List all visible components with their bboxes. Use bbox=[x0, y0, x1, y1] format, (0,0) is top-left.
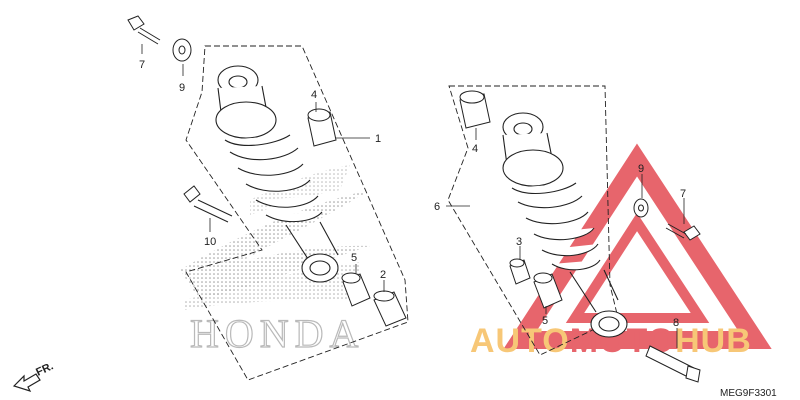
right-shock-absorber bbox=[502, 112, 628, 338]
part-label-2: 2 bbox=[380, 269, 386, 281]
part-label-3: 3 bbox=[516, 236, 522, 248]
washer-9-left bbox=[172, 38, 192, 62]
bolt-7-left bbox=[127, 15, 161, 45]
front-arrow-icon bbox=[12, 373, 41, 392]
bushing-4-right bbox=[459, 90, 491, 129]
part-label-9-right: 9 bbox=[638, 163, 644, 175]
part-label-7-left: 7 bbox=[139, 59, 145, 71]
part-label-4-right: 4 bbox=[472, 143, 478, 155]
bushing-4-left bbox=[307, 108, 337, 147]
collar-5-right bbox=[533, 272, 563, 309]
washer-9-right bbox=[633, 198, 649, 218]
part-label-7-right: 7 bbox=[680, 188, 686, 200]
collar-5-left bbox=[341, 272, 371, 307]
right-assembly-boundary bbox=[447, 85, 619, 356]
pin-8 bbox=[645, 345, 701, 383]
part-label-6: 6 bbox=[434, 201, 440, 213]
part-label-5-left: 5 bbox=[351, 252, 357, 264]
part-label-1: 1 bbox=[375, 133, 381, 145]
part-label-9-left: 9 bbox=[179, 82, 185, 94]
honda-wing-logo: HONDA bbox=[180, 165, 370, 357]
part-label-8: 8 bbox=[673, 317, 679, 329]
front-direction-label: FR. bbox=[34, 360, 55, 378]
front-direction-indicator: FR. bbox=[12, 360, 55, 392]
leader-lines bbox=[141, 44, 685, 348]
bolt-10 bbox=[183, 185, 233, 223]
diagram-code: MEG9F3301 bbox=[720, 388, 777, 399]
left-shock-absorber bbox=[215, 65, 339, 283]
part-label-4-left: 4 bbox=[311, 89, 317, 101]
collar-3 bbox=[509, 258, 531, 285]
honda-logo-text: HONDA bbox=[190, 311, 364, 356]
part-label-5-right: 5 bbox=[542, 315, 548, 327]
bolt-7-right bbox=[665, 223, 701, 241]
part-label-10: 10 bbox=[204, 236, 216, 248]
collar-2 bbox=[373, 290, 407, 327]
left-assembly-boundary bbox=[185, 45, 409, 381]
